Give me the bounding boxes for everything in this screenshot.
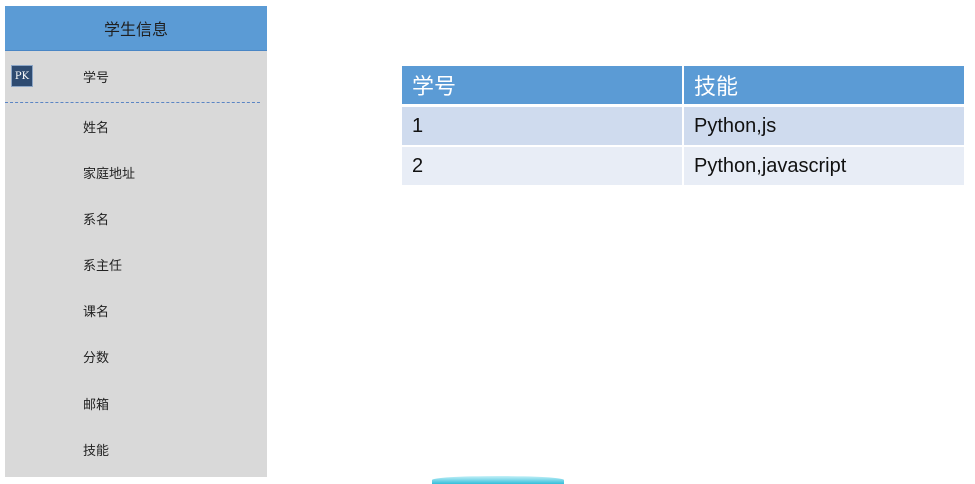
table-cell-id: 1 <box>402 105 683 147</box>
attribute-row: 邮箱 <box>5 380 267 426</box>
attribute-label: 姓名 <box>83 121 110 136</box>
attribute-label: 课名 <box>83 305 110 321</box>
attribute-row: 技能 <box>5 426 267 472</box>
attribute-row: 系主任 <box>5 241 267 287</box>
table-cell-skills: Python,js <box>682 105 964 147</box>
attribute-label: 技能 <box>83 443 110 459</box>
table-cell-id: 2 <box>402 146 683 187</box>
primary-key-label: 学号 <box>83 71 110 86</box>
table-cell-skills: Python,javascript <box>682 146 964 187</box>
attribute-row: 姓名 <box>5 103 267 149</box>
entity-title: 学生信息 <box>5 6 267 51</box>
attribute-list: 姓名 家庭地址 系名 系主任 课名 分数 邮箱 技能 <box>5 103 267 472</box>
column-header-id: 学号 <box>402 66 683 107</box>
attribute-row: 课名 <box>5 287 267 333</box>
attribute-row: 家庭地址 <box>5 149 267 195</box>
skills-table: 学号 技能 1 Python,js 2 Python,javascript <box>402 66 964 187</box>
attribute-label: 系主任 <box>83 259 123 275</box>
entity-box: 学生信息 PK 学号 姓名 家庭地址 系名 系主任 课名 分数 邮箱 技能 <box>5 6 267 477</box>
table-row: 2 Python,javascript <box>402 146 964 187</box>
attribute-label: 系名 <box>83 213 110 229</box>
column-header-skills: 技能 <box>682 66 964 107</box>
attribute-row: 系名 <box>5 195 267 241</box>
primary-key-icon: PK <box>11 65 33 87</box>
primary-key-row: PK 学号 <box>5 51 260 103</box>
table-header-row: 学号 技能 <box>402 66 964 107</box>
attribute-label: 家庭地址 <box>83 167 136 183</box>
attribute-label: 邮箱 <box>83 397 110 413</box>
attribute-row: 分数 <box>5 333 267 379</box>
bottom-accent-shape <box>432 476 564 484</box>
attribute-label: 分数 <box>83 351 110 367</box>
table-row: 1 Python,js <box>402 105 964 147</box>
